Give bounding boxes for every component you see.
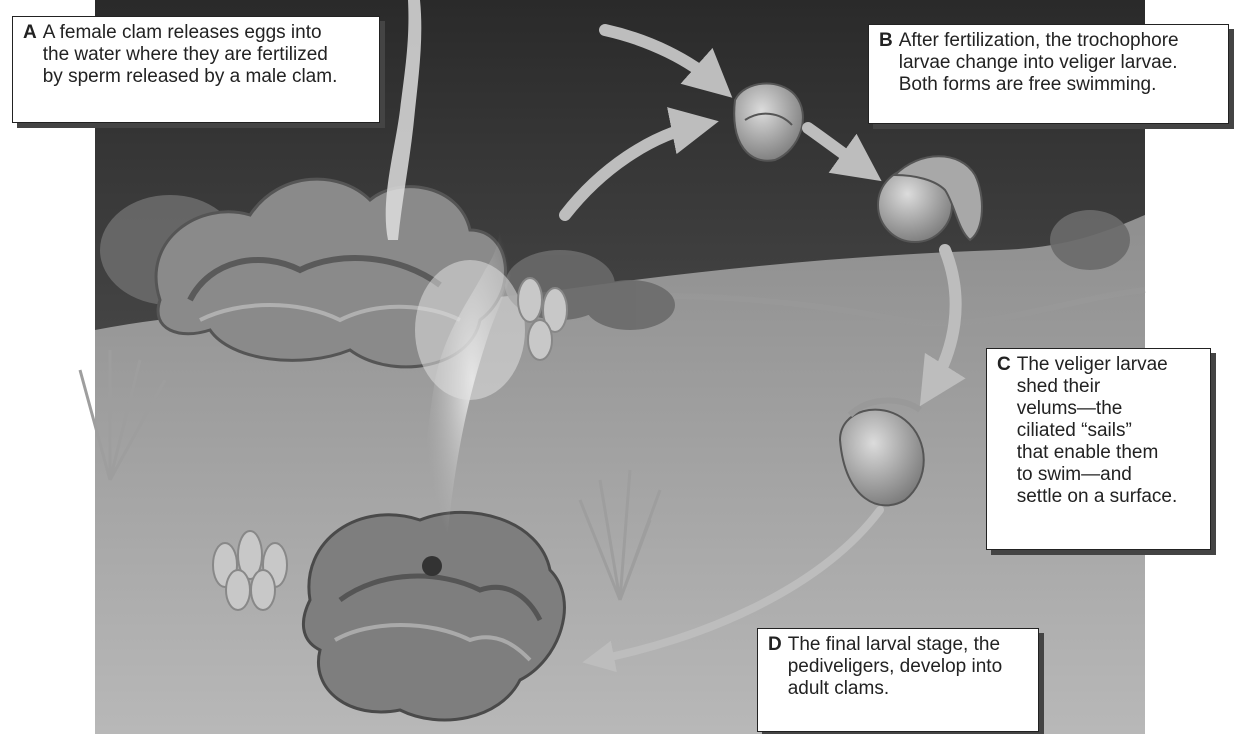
callout-a: A A female clam releases eggs into the w…	[12, 16, 380, 123]
callout-d-text: The final larval stage, the pediveligers…	[788, 634, 1002, 700]
callout-b-text: After fertilization, the trochophore lar…	[899, 30, 1179, 96]
callout-b-letter: B	[879, 30, 893, 96]
callout-a-letter: A	[23, 22, 37, 88]
callout-d-letter: D	[768, 634, 782, 700]
callout-d: D The final larval stage, the pedivelige…	[757, 628, 1039, 732]
callout-b: B After fertilization, the trochophore l…	[868, 24, 1229, 124]
egg-cloud	[415, 260, 525, 400]
callout-c: C The veliger larvae shed their velums—t…	[986, 348, 1211, 550]
callout-c-text: The veliger larvae shed their velums—the…	[1017, 354, 1200, 508]
callout-a-text: A female clam releases eggs into the wat…	[43, 22, 338, 88]
callout-c-letter: C	[997, 354, 1011, 508]
